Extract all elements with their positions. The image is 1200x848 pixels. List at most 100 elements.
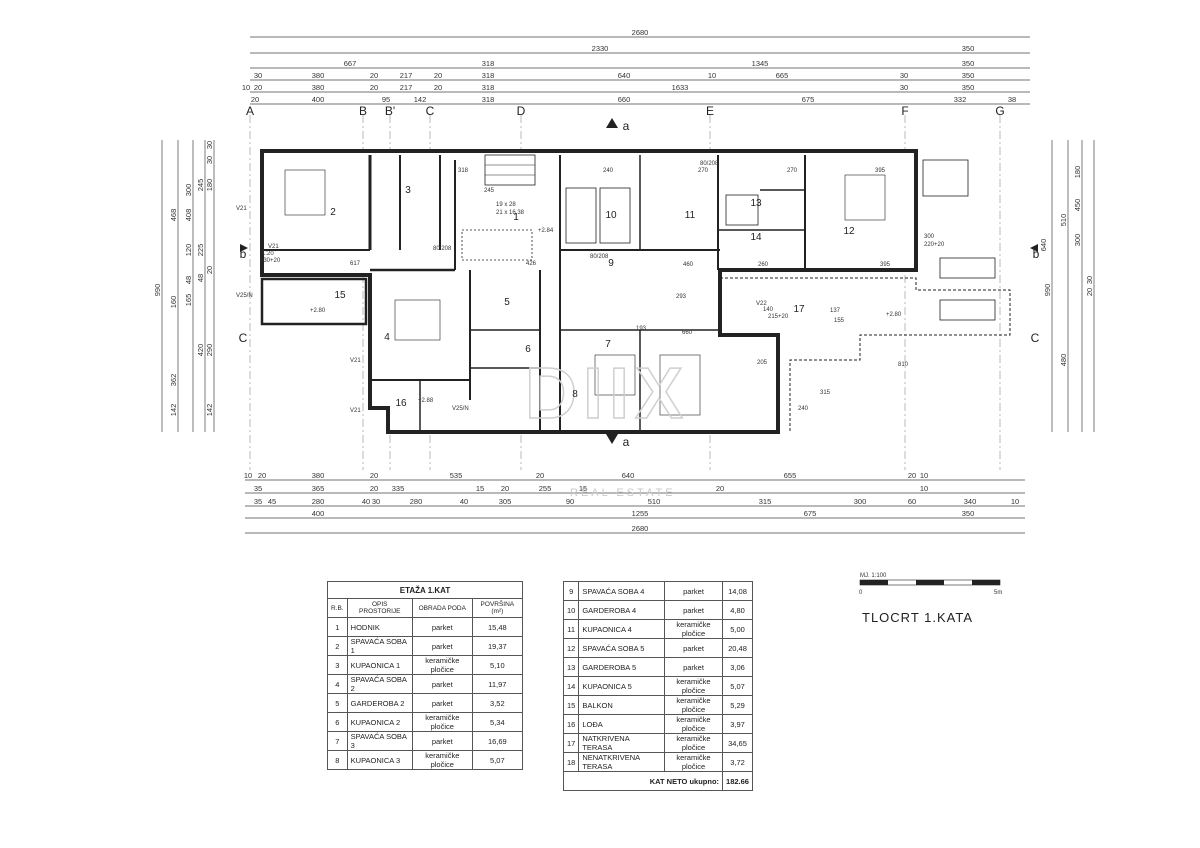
plan-label: 137 [830,308,841,314]
axis-label-side-right: C [1031,331,1040,345]
top-dim-label: 20 [370,71,378,80]
plan-label: 130+20 [260,258,281,264]
left-dim-label: 48 [184,276,193,284]
cell-name: KUPAONICA 4 [578,619,665,639]
right-dim-label: 640 [1039,239,1048,252]
plan-label: 260 [758,262,769,268]
cell-rb: 15 [562,695,580,715]
bottom-dim-label: 255 [539,484,552,493]
bottom-dim-label: 90 [566,497,574,506]
room-number-10: 10 [605,210,617,221]
bottom-dim-label: 365 [312,484,325,493]
top-dim-label: 142 [414,95,427,104]
cell-name: NENATKRIVENA TERASA [578,752,665,772]
bottom-dim-label: 60 [908,497,916,506]
bottom-dim-label: 380 [312,471,325,480]
table-caption: ETAŽA 1.KAT [327,581,523,599]
bottom-dim-label: 20 [536,471,544,480]
bottom-dim-label: 35 [254,484,262,493]
header-opis: OPIS PROSTORIJE [346,598,413,618]
bottom-dim-label: 10 [1011,497,1019,506]
cell-rb: 6 [327,712,348,732]
room-number-12: 12 [843,226,855,237]
building-walls [260,149,1011,434]
cell-name: GARDEROBA 5 [578,657,665,677]
bottom-dim-label: 280 [312,497,325,506]
plan-label: 80/208 [433,246,452,252]
right-dim-label: 480 [1059,354,1068,367]
bottom-dim-label: 1255 [632,509,649,518]
total-label: KAT NETO ukupno: [562,771,724,791]
axis-label-d: D [517,104,526,118]
bottom-dim-label: 400 [312,509,325,518]
bottom-dim-label: 280 [410,497,423,506]
cell-floor: parket [411,693,473,713]
cell-area: 15,48 [471,617,524,637]
plan-label: 1:20 [262,251,274,257]
bottom-dim-label: 640 [622,471,635,480]
bottom-dim-label: 10 [920,471,928,480]
plan-label: 193 [636,326,647,332]
top-dim-label: 380 [312,83,325,92]
cell-area: 11,97 [471,674,524,694]
bottom-dim-label: 300 [854,497,867,506]
plan-label: V22 [756,301,767,307]
bottom-dim-label: 40 [460,497,468,506]
cell-floor: keramičke pločice [663,733,724,753]
plan-label: 80/208 [590,254,609,260]
bottom-dim-label: 20 [908,471,916,480]
left-dim-label: 408 [184,209,193,222]
cell-area: 3,52 [471,693,524,713]
axis-label-e: E [706,104,714,118]
left-dim-label: 120 [184,244,193,257]
cell-name: KUPAONICA 1 [346,655,413,675]
right-dim-label: 990 [1043,284,1052,297]
cell-floor: keramičke pločice [663,714,724,734]
scale-label: MJ. 1:100 [860,573,887,579]
cell-floor: keramičke pločice [663,676,724,696]
top-dim-label: 20 [434,83,442,92]
cell-area: 19,37 [471,636,524,656]
cell-rb: 5 [327,693,348,713]
room-number-9: 9 [608,258,614,269]
bottom-dim-label: 535 [450,471,463,480]
room-number-16: 16 [395,398,407,409]
cell-floor: parket [411,617,473,637]
cell-area: 5,00 [722,619,753,639]
plan-label: 245 [484,188,495,194]
header-povrsina: POVRŠINA (m²) [471,598,524,618]
bottom-dim-label: 15 [579,484,587,493]
top-dim-label: 332 [954,95,967,104]
cell-name: HODNIK [346,617,413,637]
cell-area: 16,69 [471,731,524,751]
right-dim-label: 300 [1073,234,1082,247]
plan-label: V25/N [452,406,469,412]
left-dim-label: 300 [184,184,193,197]
left-dim-label: 48 [196,274,205,282]
watermark-subtitle: REAL ESTATE [570,487,676,499]
axis-label-side-left: C [239,331,248,345]
cell-floor: parket [663,600,724,620]
plan-label: 318 [458,168,469,174]
elevation-label: +2.84 [538,228,554,234]
top-dimension-chains [250,36,1030,105]
room-number-11: 11 [685,210,696,221]
bottom-dim-label: 35 [254,497,262,506]
plan-label: 300 [924,234,935,240]
cell-area: 5,29 [722,695,753,715]
plan-label: V21 [236,206,247,212]
top-dim-label: 350 [962,71,975,80]
right-dim-label: 20 [1085,288,1094,296]
left-dim-label: 362 [169,374,178,387]
watermark-logo: DIIX [525,354,689,434]
cell-area: 5,07 [722,676,753,696]
scale-bar: MJ. 1:100 0 5m [859,573,1002,596]
